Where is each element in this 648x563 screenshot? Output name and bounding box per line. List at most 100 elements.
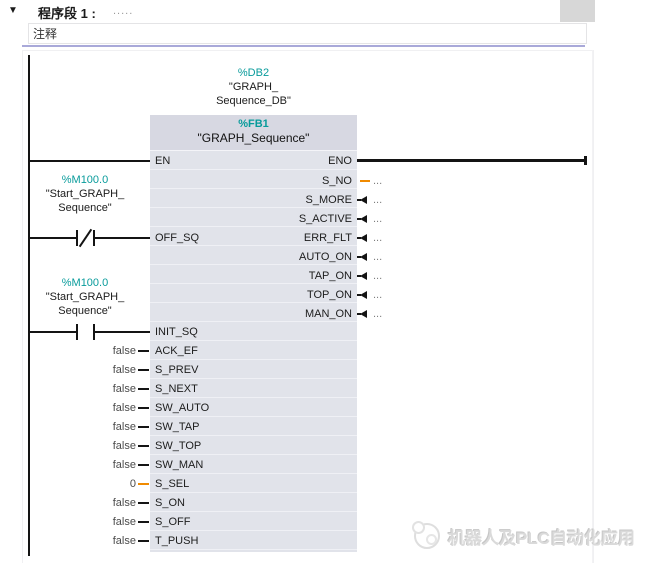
eno-wire (357, 159, 585, 162)
pin-ack-ef[interactable]: ACK_EF (155, 345, 198, 357)
input-value-sw-top[interactable]: false (112, 440, 136, 452)
contact-2-operand[interactable]: %M100.0 "Start_GRAPH_ Sequence" (10, 276, 160, 318)
input-wire-sw-top (138, 445, 149, 447)
output-value-tap-on[interactable]: ... (373, 270, 383, 282)
network-comment-box[interactable] (28, 23, 587, 44)
input-value-sw-man[interactable]: false (112, 459, 136, 471)
pin-sw-man[interactable]: SW_MAN (155, 459, 204, 471)
pin-s-sel[interactable]: S_SEL (155, 478, 190, 490)
input-value-s-sel[interactable]: 0 (129, 478, 136, 490)
contact-1-bar-right[interactable] (93, 230, 95, 246)
input-wire-s-prev (138, 369, 149, 371)
watermark-logo-icon (412, 521, 440, 549)
output-stub-man-on (357, 313, 361, 315)
fb-block-header[interactable]: %FB1 "GRAPH_Sequence" (150, 115, 357, 150)
input-value-s-next[interactable]: false (112, 383, 136, 395)
output-stub-tap-on (357, 275, 361, 277)
pin-s-prev[interactable]: S_PREV (155, 364, 199, 376)
output-stub-top-on (357, 294, 361, 296)
contact-1-name-line1[interactable]: "Start_GRAPH_ (45, 188, 125, 200)
output-value-err-flt[interactable]: ... (373, 232, 383, 244)
input-value-sw-auto[interactable]: false (112, 402, 136, 414)
output-value-top-on[interactable]: ... (373, 289, 383, 301)
contact-2-wire-left (30, 331, 77, 333)
input-value-s-off[interactable]: false (112, 516, 136, 528)
pin-s-on[interactable]: S_ON (155, 497, 185, 509)
pin-s-next[interactable]: S_NEXT (155, 383, 198, 395)
en-wire (30, 160, 150, 162)
pin-t-push[interactable]: T_PUSH (155, 535, 199, 547)
contact-2-bar-right[interactable] (93, 324, 95, 340)
output-bool-icon-tap-on (360, 272, 367, 280)
pin-tap-on[interactable]: TAP_ON (308, 270, 352, 282)
input-value-t-push[interactable]: false (112, 535, 136, 547)
input-wire-t-push (138, 540, 149, 542)
input-value-s-prev[interactable]: false (112, 364, 136, 376)
contact-2-name-line1[interactable]: "Start_GRAPH_ (45, 291, 125, 303)
pin-off-sq[interactable]: OFF_SQ (155, 232, 200, 244)
contact-1-bar-left[interactable] (76, 230, 78, 246)
network-title-placeholder[interactable]: ..... (113, 5, 134, 17)
network-separator (22, 45, 585, 47)
pin-sw-auto[interactable]: SW_AUTO (155, 402, 210, 414)
pin-s-no[interactable]: S_NO (322, 175, 352, 187)
output-stub-err-flt (357, 237, 361, 239)
network-title-row[interactable] (0, 0, 648, 22)
output-value-s-more[interactable]: ... (373, 194, 383, 206)
contact-2-name-line2[interactable]: Sequence" (58, 305, 112, 317)
db-name-line1[interactable]: "GRAPH_ (228, 81, 279, 93)
pin-s-active[interactable]: S_ACTIVE (298, 213, 352, 225)
pin-sw-tap[interactable]: SW_TAP (155, 421, 200, 433)
input-value-s-on[interactable]: false (112, 497, 136, 509)
power-rail (28, 55, 30, 556)
fb-name[interactable]: "GRAPH_Sequence" (197, 131, 310, 145)
output-value-s-active[interactable]: ... (373, 213, 383, 225)
pin-init-sq[interactable]: INIT_SQ (155, 326, 198, 338)
output-value-auto-on[interactable]: ... (373, 251, 383, 263)
output-stub-s-more (357, 199, 361, 201)
contact-1-operand[interactable]: %M100.0 "Start_GRAPH_ Sequence" (10, 173, 160, 215)
canvas-right-border (592, 50, 593, 563)
db-name-line2[interactable]: Sequence_DB" (216, 95, 291, 107)
contact-2-address[interactable]: %M100.0 (61, 277, 109, 289)
pin-sw-top[interactable]: SW_TOP (155, 440, 202, 452)
output-value-s-no[interactable]: ... (373, 175, 383, 187)
network-comment-text[interactable]: 注释 (33, 27, 58, 41)
fb-header-divider (150, 150, 357, 151)
output-bool-icon-s-more (360, 196, 367, 204)
contact-2-bar-left[interactable] (76, 324, 78, 340)
pin-err-flt[interactable]: ERR_FLT (303, 232, 352, 244)
db-instance-label[interactable]: %DB2 "GRAPH_ Sequence_DB" (150, 66, 357, 108)
output-value-man-on[interactable]: ... (373, 308, 383, 320)
input-value-sw-tap[interactable]: false (112, 421, 136, 433)
contact-1-address[interactable]: %M100.0 (61, 174, 109, 186)
contact-1-wire-right (95, 237, 150, 239)
input-wire-s-sel (138, 483, 149, 485)
header-gray-fragment (560, 0, 595, 22)
input-wire-s-next (138, 388, 149, 390)
output-bool-icon-man-on (360, 310, 367, 318)
input-value-ack-ef[interactable]: false (112, 345, 136, 357)
collapse-network-icon[interactable]: ▼ (8, 5, 18, 16)
watermark-text: 机器人及PLC自动化应用 (448, 529, 635, 548)
pin-top-on[interactable]: TOP_ON (306, 289, 352, 301)
pin-en[interactable]: EN (155, 155, 171, 167)
fb-block-body[interactable] (150, 151, 357, 552)
watermark: 机器人及PLC自动化应用 (412, 520, 642, 552)
contact-1-wire-left (30, 237, 77, 239)
pin-eno[interactable]: ENO (328, 155, 352, 167)
rung-end-tick (584, 156, 587, 165)
contact-1-name-line2[interactable]: Sequence" (58, 202, 112, 214)
input-wire-sw-auto (138, 407, 149, 409)
pin-s-more[interactable]: S_MORE (305, 194, 352, 206)
output-bool-icon-s-active (360, 215, 367, 223)
output-bool-icon-auto-on (360, 253, 367, 261)
pin-auto-on[interactable]: AUTO_ON (299, 251, 352, 263)
pin-man-on[interactable]: MAN_ON (304, 308, 352, 320)
fb-address[interactable]: %FB1 (238, 118, 269, 130)
network-title[interactable]: 程序段 1 : (38, 6, 96, 21)
input-wire-s-on (138, 502, 149, 504)
pin-s-off[interactable]: S_OFF (155, 516, 191, 528)
input-wire-s-off (138, 521, 149, 523)
db-address[interactable]: %DB2 (237, 67, 270, 79)
